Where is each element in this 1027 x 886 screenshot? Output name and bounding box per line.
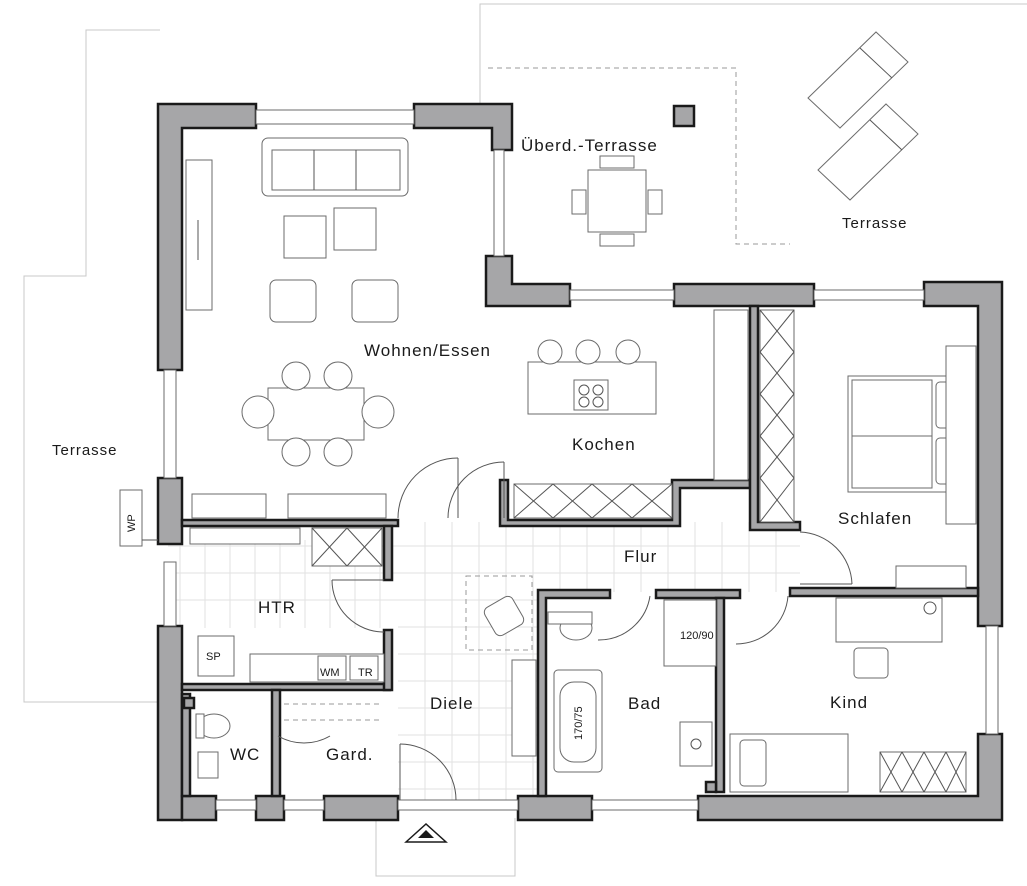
terrace-outline xyxy=(23,29,160,703)
sun-loungers xyxy=(807,31,919,201)
label-kind: Kind xyxy=(830,693,868,712)
entrance-arrow-icon xyxy=(404,822,448,843)
label-shower: 120/90 xyxy=(680,630,714,642)
label-tr: TR xyxy=(358,667,373,679)
diele-armchair xyxy=(465,575,533,651)
label-wc: WC xyxy=(230,745,260,764)
label-diele: Diele xyxy=(430,694,474,713)
label-htr: HTR xyxy=(258,598,296,617)
bedroom-furniture xyxy=(847,345,977,589)
wardrobe-rail xyxy=(284,703,382,721)
entrance-outline xyxy=(375,818,516,877)
kitchen-furniture xyxy=(513,309,795,523)
label-terrasse-west: Terrasse xyxy=(52,442,118,459)
label-ueberd-terrasse: Überd.-Terrasse xyxy=(521,136,658,155)
walls xyxy=(156,102,1004,822)
windows xyxy=(163,109,999,811)
wc-fixtures xyxy=(195,713,231,779)
heat-pump-box xyxy=(119,489,143,547)
living-furniture xyxy=(185,137,409,519)
child-furniture xyxy=(729,597,967,793)
label-kochen: Kochen xyxy=(572,435,636,454)
label-sp: SP xyxy=(206,651,221,663)
label-bathtub: 170/75 xyxy=(573,706,585,740)
label-wohnen: Wohnen/Essen xyxy=(364,341,491,360)
label-wp: WP xyxy=(126,514,138,532)
door-swings xyxy=(277,457,853,801)
label-flur: Flur xyxy=(624,547,657,566)
floor-tiles xyxy=(168,522,800,800)
covered-terrace-dashed xyxy=(488,67,790,245)
terrace-table xyxy=(571,155,663,247)
label-terrasse-east: Terrasse xyxy=(842,215,908,232)
bath-fixtures xyxy=(547,599,717,773)
label-bad: Bad xyxy=(628,694,661,713)
label-schlafen: Schlafen xyxy=(838,509,912,528)
terrace-outline-north xyxy=(479,3,1027,118)
label-wm: WM xyxy=(320,667,340,679)
diele-bench xyxy=(511,659,537,757)
label-gard: Gard. xyxy=(326,745,374,764)
utility-fixtures xyxy=(189,527,385,683)
